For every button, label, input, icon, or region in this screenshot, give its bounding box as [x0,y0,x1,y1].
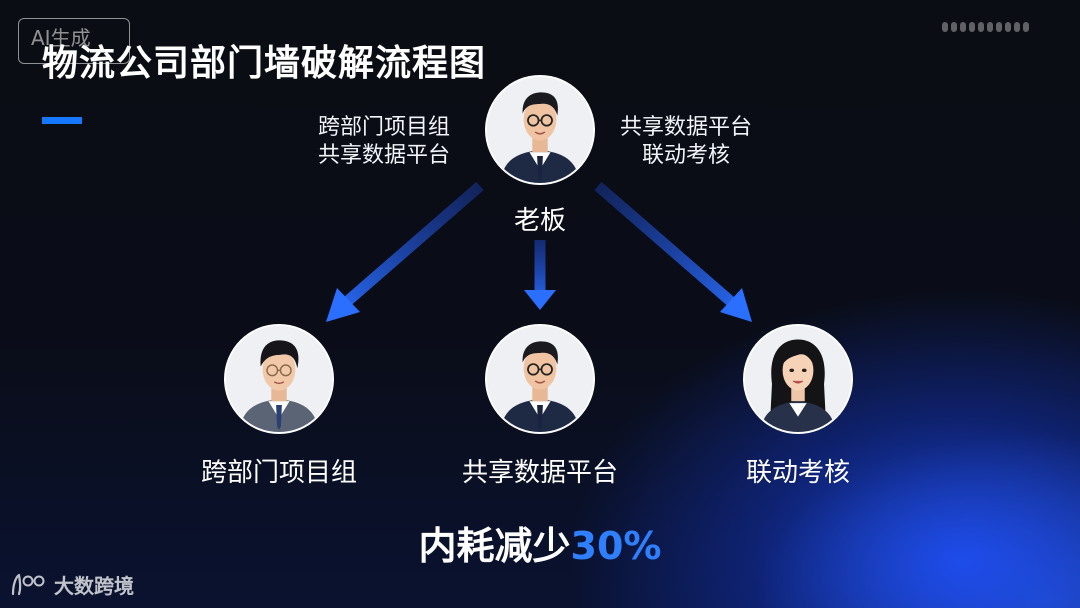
arrow-to-joint-assessment [594,181,752,322]
boss-right-caption: 共享数据平台 联动考核 [620,114,752,170]
boss-right-caption-line-2: 联动考核 [642,143,731,168]
joint-assessment-label: 联动考核 [745,458,851,488]
decorative-dots [942,20,1029,34]
male-portrait-icon [487,77,593,183]
data-platform-avatar [485,324,595,434]
badge-text: AI生成 [31,26,91,50]
boss-label: 老板 [513,206,567,236]
data-platform-label: 共享数据平台 [461,458,619,488]
page-title: 物流公司部门墙破解流程图 [42,43,487,84]
result-text: 内耗减少30% [419,515,662,570]
male-portrait-icon [226,326,332,432]
result-label: 内耗减少 [418,524,571,568]
title-underline [42,117,82,124]
male-portrait-icon [487,326,593,432]
brand-name: 大数跨境 [54,574,134,598]
result-percentage: 30% [570,524,662,568]
project-group-avatar [224,324,334,434]
brand-logo-icon [11,573,45,595]
boss-right-caption-line-1: 共享数据平台 [620,115,753,140]
boss-left-caption-line-1: 跨部门项目组 [318,115,451,140]
arrow-to-project-group [326,181,484,322]
joint-assessment-avatar [743,324,853,434]
brand-watermark: 大数跨境 [10,570,134,599]
female-portrait-icon [745,326,851,432]
boss-avatar [485,75,595,185]
boss-left-caption-line-2: 共享数据平台 [318,143,451,168]
boss-left-caption: 跨部门项目组 共享数据平台 [318,114,450,170]
arrow-to-data-platform [524,240,556,310]
project-group-label: 跨部门项目组 [200,458,358,488]
ai-generated-badge: AI生成 [18,18,130,64]
